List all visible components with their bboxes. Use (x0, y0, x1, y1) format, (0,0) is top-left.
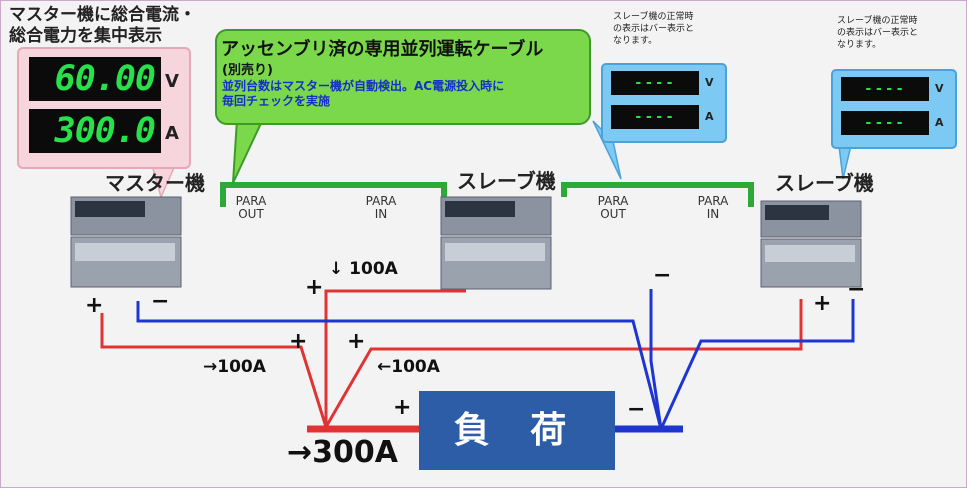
para-word: PARA (365, 194, 397, 208)
master-current-label: →100A (203, 357, 266, 377)
out-word: OUT (238, 207, 264, 221)
slave1-positive-wire (324, 289, 466, 427)
slave1-voltage-bar: ---- (611, 71, 699, 95)
para-word: PARA (597, 194, 629, 208)
slave1-minus-sign: − (653, 263, 672, 288)
slave1-para-out-label: PARA OUT (591, 195, 635, 221)
para-cable-2 (561, 182, 754, 207)
slave2-negative-wire (659, 299, 855, 430)
slave2-current-label: ←100A (377, 357, 440, 377)
cable-callout (215, 29, 591, 125)
voltage-readout: 60.00 (29, 57, 161, 101)
master-heading-line2: 総合電力を集中表示 (9, 26, 162, 46)
master-positive-wire (100, 313, 328, 428)
para-word: PARA (697, 194, 729, 208)
master-minus-sign: − (151, 289, 170, 314)
slave1-note-line3: なります。 (613, 36, 658, 46)
slave2-current-unit: A (935, 116, 944, 129)
callout-pointer (232, 118, 265, 184)
cable-callout-note-line1: 並列台数はマスター機が自動検出。AC電源投入時に (222, 79, 505, 93)
out-word: OUT (600, 207, 626, 221)
voltage-unit: V (165, 71, 179, 92)
master-heading: マスター機に総合電流・ 総合電力を集中表示 (9, 5, 196, 47)
slave2-voltage-unit: V (935, 82, 944, 95)
in-word: IN (706, 207, 720, 221)
master-heading-line1: マスター機に総合電流・ (9, 5, 196, 25)
slave1-current-bar: ---- (611, 105, 699, 129)
master-plus-sign: + (85, 293, 104, 318)
load-block: 負 荷 (419, 391, 615, 470)
slave1-display-note: スレーブ機の正常時 の表示はバー表示と なります。 (613, 11, 694, 47)
slave1-note-line2: の表示はバー表示と (613, 24, 695, 34)
master-para-out-label: PARA OUT (229, 195, 273, 221)
current-readout: 300.0 (29, 109, 161, 153)
slave2-note-line1: スレーブ機の正常時 (837, 16, 918, 26)
load-minus-sign: − (627, 397, 646, 422)
slave2-current-bar: ---- (841, 111, 929, 135)
slave1-unit-label: スレーブ機 (457, 169, 556, 193)
slave2-unit-drawing (760, 200, 862, 288)
slave1-unit-drawing (440, 196, 552, 290)
cable-callout-note-line2: 毎回チェックを実施 (222, 94, 331, 108)
slave2-positive-wire (324, 299, 803, 428)
total-current-label: →300A (287, 435, 398, 470)
slave2-note-line3: なります。 (837, 40, 882, 50)
slave2-note-line2: の表示はバー表示と (837, 28, 919, 38)
slave1-voltage-unit: V (705, 76, 714, 89)
slave1-negative-wire (649, 289, 663, 430)
junction-plus-sign-1: + (289, 329, 308, 354)
in-word: IN (374, 207, 388, 221)
current-unit: A (165, 123, 179, 144)
slave1-para-in-label: PARA IN (359, 195, 403, 221)
para-cable-1 (220, 182, 447, 207)
para-word: PARA (235, 194, 267, 208)
slave2-voltage-bar: ---- (841, 77, 929, 101)
cable-callout-subtitle: (別売り) (222, 63, 273, 78)
junction-plus-sign-2: + (347, 329, 366, 354)
slave1-note-line1: スレーブ機の正常時 (613, 12, 694, 22)
slave1-plus-sign: + (305, 275, 324, 300)
slave1-current-unit: A (705, 110, 714, 123)
slave2-display-note: スレーブ機の正常時 の表示はバー表示と なります。 (837, 15, 918, 51)
slave2-plus-sign: + (813, 291, 832, 316)
cable-callout-note: 並列台数はマスター機が自動検出。AC電源投入時に 毎回チェックを実施 (222, 79, 504, 109)
cable-callout-title: アッセンブリ済の専用並列運転ケーブル (221, 39, 544, 60)
slave1-current-label: ↓ 100A (329, 259, 398, 279)
slave2-unit-label: スレーブ機 (775, 171, 874, 195)
master-unit-label: マスター機 (105, 171, 205, 195)
master-negative-wire (136, 301, 663, 430)
master-unit-drawing (70, 196, 182, 288)
slave2-para-in-label: PARA IN (691, 195, 735, 221)
slave2-minus-sign: − (847, 277, 866, 302)
load-plus-sign: + (393, 395, 412, 420)
